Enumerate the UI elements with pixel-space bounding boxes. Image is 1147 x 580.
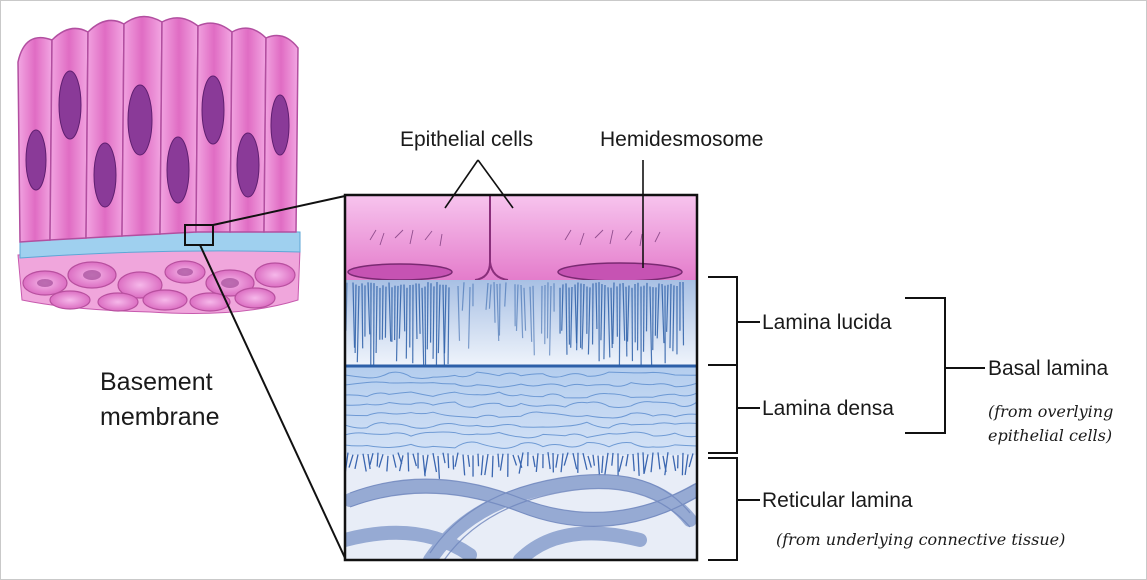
label-hemidesmosome: Hemidesmosome bbox=[600, 128, 764, 151]
label-reticular-lamina: Reticular lamina bbox=[762, 489, 913, 512]
inset-lamina-densa bbox=[345, 365, 697, 455]
inset-border bbox=[343, 193, 699, 562]
magnified-inset bbox=[345, 195, 697, 560]
lamina-densa-mesh bbox=[345, 371, 697, 449]
anchoring-fibrils bbox=[345, 452, 694, 479]
label-epithelial-cells: Epithelial cells bbox=[400, 128, 534, 151]
label-lamina-lucida: Lamina lucida bbox=[762, 311, 892, 334]
zoom-lines bbox=[199, 195, 346, 559]
cell-nuclei bbox=[25, 70, 290, 208]
note-basal-line1: (from overlying bbox=[988, 402, 1114, 421]
hemidesmosome-plaque-left bbox=[347, 263, 453, 281]
label-basement-line2: membrane bbox=[100, 403, 220, 431]
lamina-lucida-fibers bbox=[345, 282, 685, 370]
zoom-selection-box bbox=[184, 224, 214, 246]
hemidesmosome-plaque-right bbox=[557, 262, 683, 282]
epithelium-illustration bbox=[17, 15, 301, 314]
note-reticular: (from underlying connective tissue) bbox=[776, 530, 1066, 549]
label-lamina-densa: Lamina densa bbox=[762, 397, 894, 420]
label-basement-line1: Basement bbox=[100, 368, 213, 396]
columnar-cells bbox=[17, 15, 299, 243]
pointer-lines bbox=[444, 159, 644, 268]
reticular-fibers bbox=[345, 474, 697, 560]
note-basal-line2: epithelial cells) bbox=[988, 426, 1113, 445]
brackets bbox=[708, 276, 985, 561]
connective-tissue-cells bbox=[22, 260, 296, 312]
label-basal-lamina: Basal lamina bbox=[988, 357, 1109, 380]
